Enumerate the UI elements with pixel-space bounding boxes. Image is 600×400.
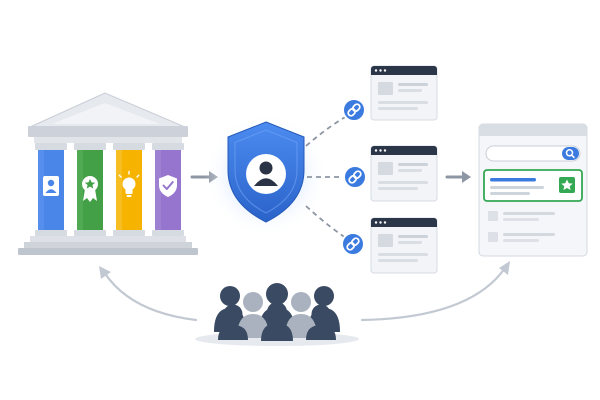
- search-results-window: [478, 123, 588, 257]
- pillar-yellow: [113, 143, 145, 236]
- link-icon: [341, 232, 365, 256]
- feedback-arrow-left: [99, 266, 198, 322]
- linked-page-middle: [370, 145, 438, 202]
- temple-step-1: [30, 236, 186, 242]
- star-icon: [561, 179, 573, 190]
- link-icon: [343, 165, 367, 189]
- temple-entablature: [28, 126, 188, 137]
- institution-temple: [18, 92, 198, 255]
- shield-user-icon: [246, 154, 286, 194]
- person-badge-icon: [43, 176, 59, 196]
- link-icon: [342, 98, 366, 122]
- temple-step-3: [18, 248, 198, 255]
- temple-frieze: [34, 137, 182, 143]
- pillar-purple: [152, 143, 184, 236]
- person: [306, 304, 336, 340]
- result-item: [488, 232, 555, 242]
- search-bar: [485, 145, 581, 162]
- linked-page-bottom: [370, 217, 438, 274]
- lightbulb-icon: [118, 170, 140, 197]
- pillar-green: [74, 143, 106, 236]
- central-shield-group: [204, 113, 328, 237]
- result-item: [488, 211, 555, 221]
- highlighted-result: [483, 169, 583, 202]
- person: [261, 302, 293, 341]
- feedback-arrow-right: [360, 261, 510, 322]
- temple-step-2: [24, 242, 192, 248]
- person: [218, 304, 248, 340]
- people-group: [195, 283, 359, 346]
- search-icon: [565, 149, 575, 159]
- temple-roof-inner: [52, 103, 160, 124]
- shield-check-icon: [159, 175, 177, 197]
- award-ribbon-icon: [82, 176, 98, 202]
- arrow-to-results: [445, 171, 471, 183]
- pillar-blue: [35, 143, 67, 236]
- connector-bottom: [305, 205, 353, 243]
- linked-page-top: [370, 65, 438, 121]
